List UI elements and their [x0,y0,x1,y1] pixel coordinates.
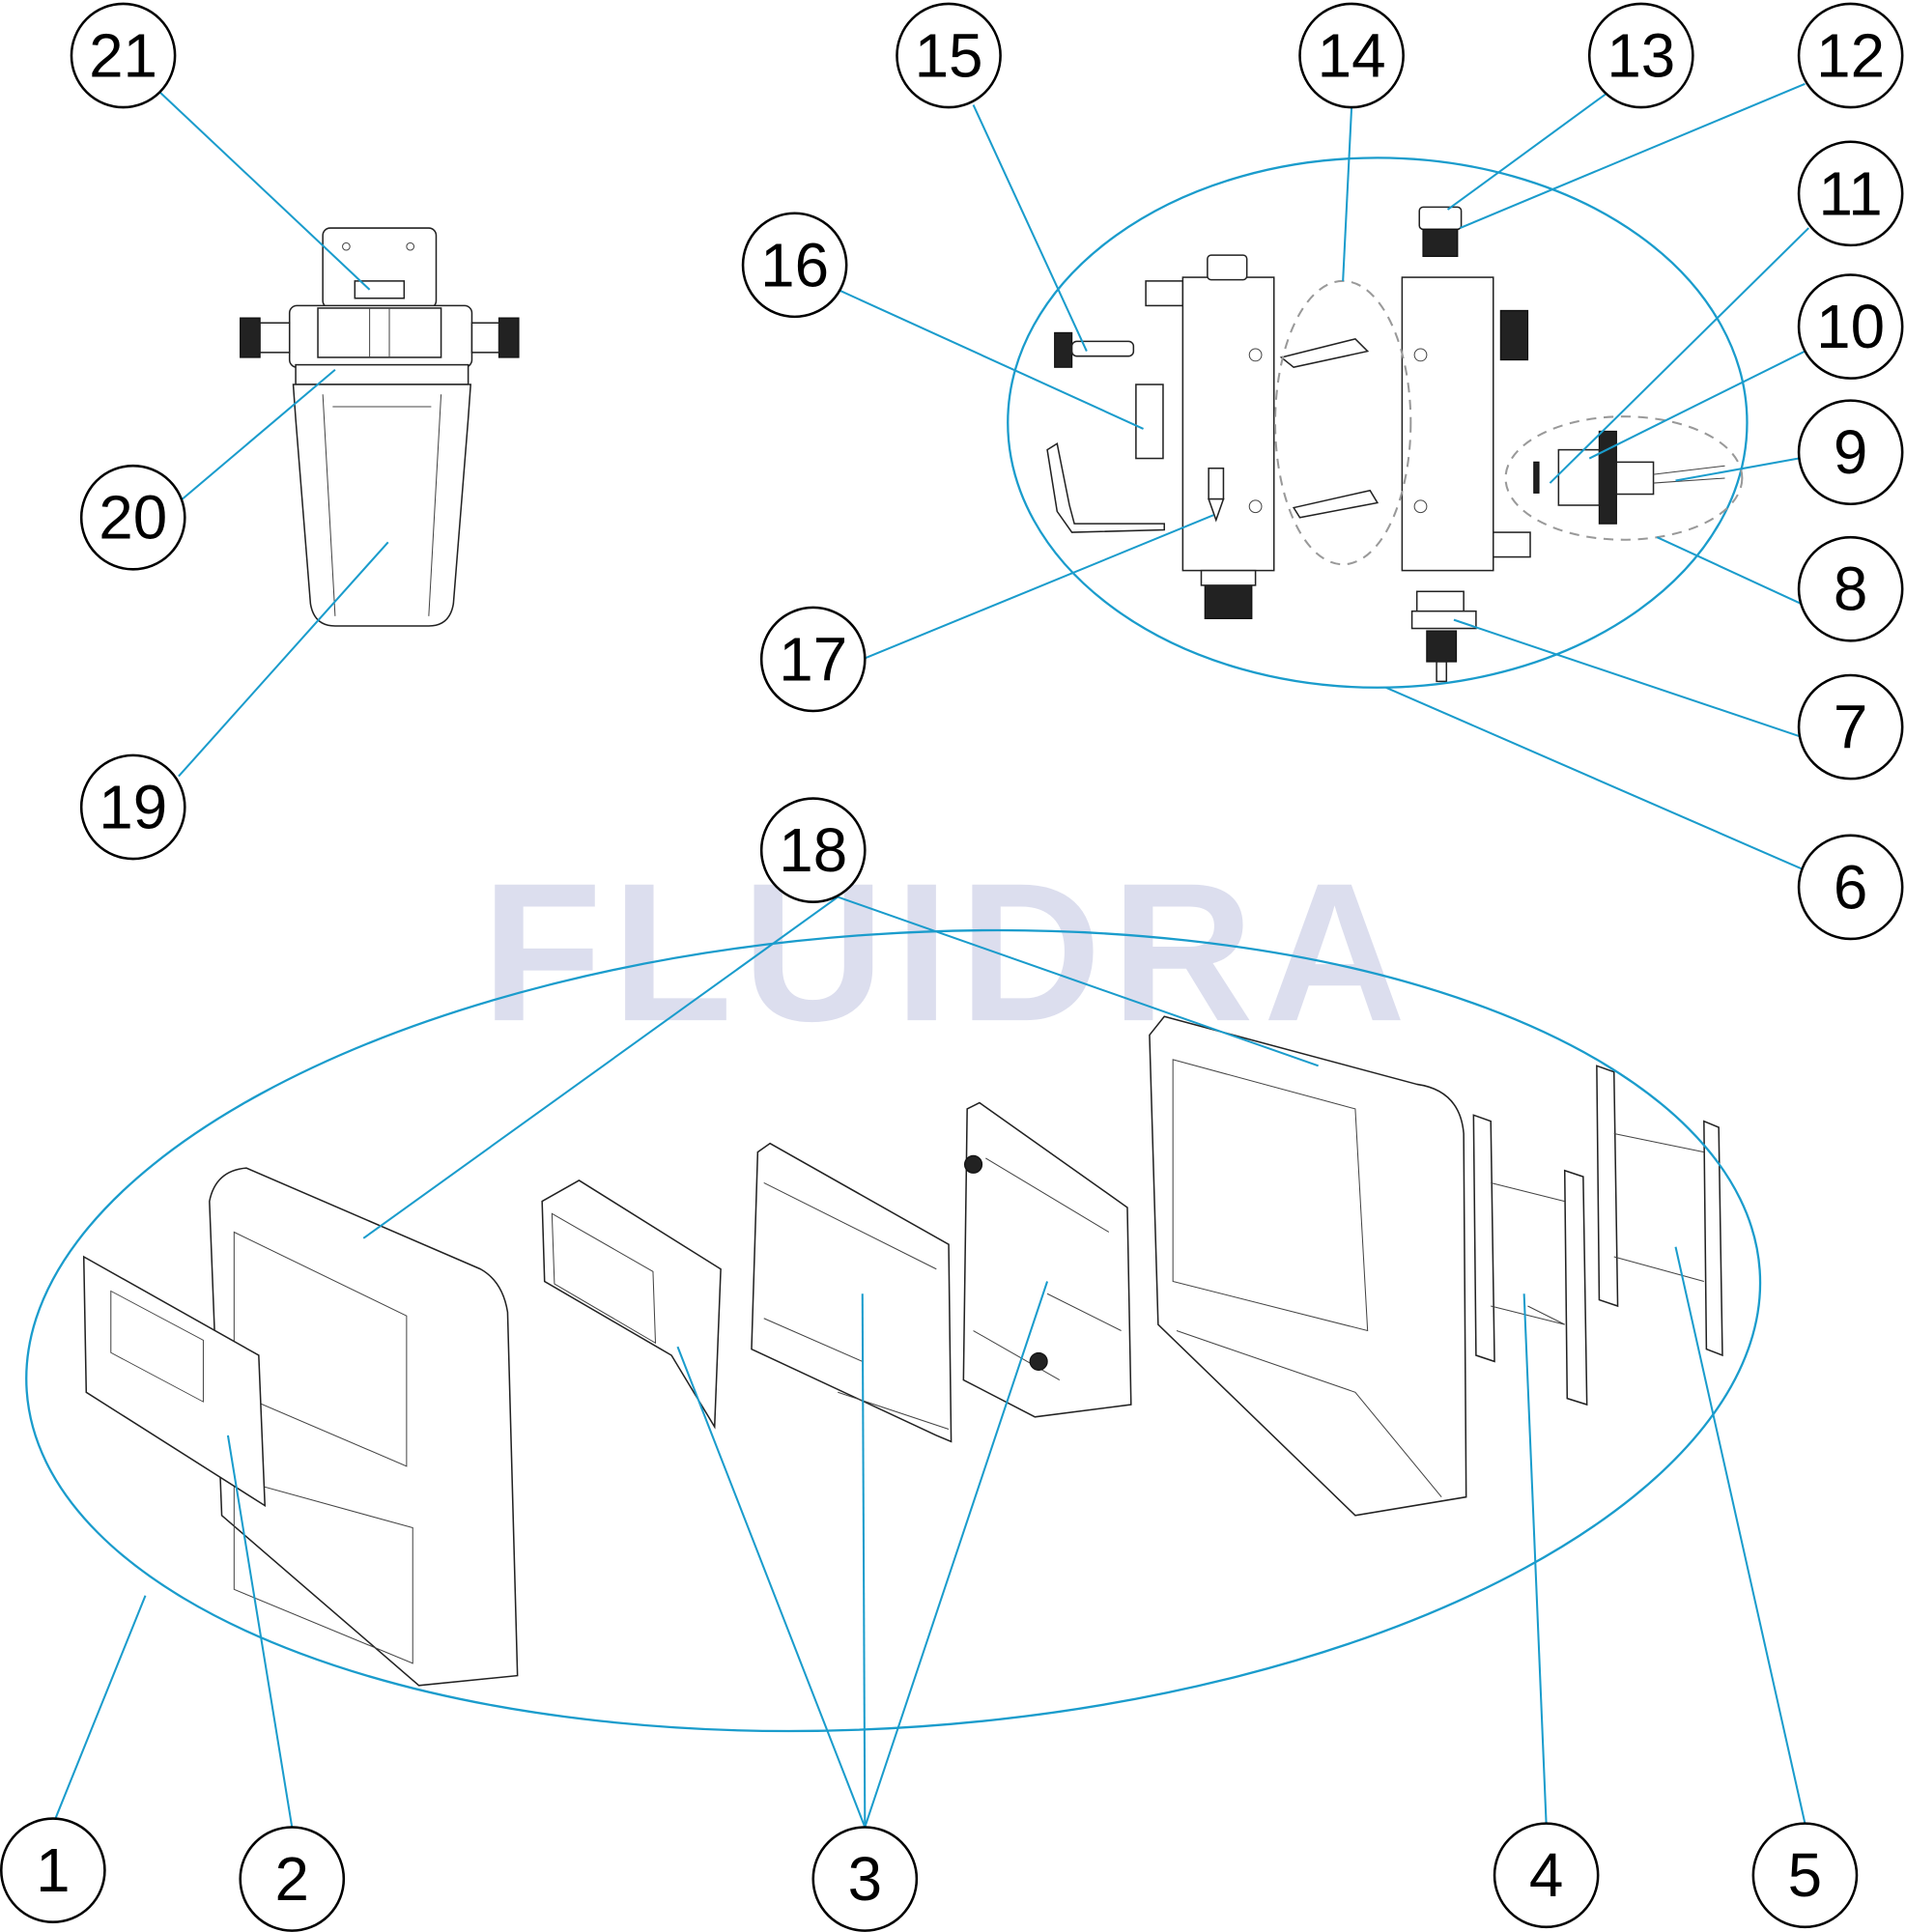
control-box-group-ellipse [25,928,1762,1733]
callout-21[interactable]: 21 [70,2,177,109]
callout-18[interactable]: 18 [759,797,867,903]
callout-7[interactable]: 7 [1797,673,1904,781]
svg-text:14: 14 [1318,21,1386,91]
sensor-group-ellipse [1504,415,1744,541]
svg-text:10: 10 [1816,292,1885,361]
svg-text:21: 21 [89,21,157,91]
callout-19[interactable]: 19 [79,753,186,861]
svg-text:3: 3 [848,1844,882,1914]
svg-text:13: 13 [1607,21,1675,91]
svg-text:6: 6 [1834,852,1867,922]
callout-14[interactable]: 14 [1298,2,1405,109]
callout-15[interactable]: 15 [896,2,1002,109]
callout-6[interactable]: 6 [1797,834,1904,941]
callout-11[interactable]: 11 [1797,140,1904,247]
svg-text:5: 5 [1788,1840,1822,1910]
svg-text:4: 4 [1529,1840,1563,1910]
svg-text:17: 17 [779,624,847,694]
svg-text:12: 12 [1816,21,1885,91]
callout-12[interactable]: 12 [1797,2,1904,109]
electrolysis-cell [1046,206,1725,683]
svg-text:15: 15 [915,21,983,91]
leader-lines [54,82,1809,1828]
filter-housing [240,227,520,627]
svg-text:7: 7 [1834,693,1867,762]
svg-text:9: 9 [1834,417,1867,487]
callout-2[interactable]: 2 [239,1826,346,1932]
callout-10[interactable]: 10 [1797,273,1904,380]
callout-9[interactable]: 9 [1797,399,1904,506]
svg-text:8: 8 [1834,554,1867,624]
callout-1[interactable]: 1 [0,1817,106,1923]
callout-17[interactable]: 17 [759,606,867,713]
callout-20[interactable]: 20 [79,464,186,571]
control-box [82,1015,1723,1687]
svg-text:1: 1 [36,1835,70,1905]
svg-text:2: 2 [275,1844,309,1914]
svg-text:18: 18 [779,815,847,885]
electrode-group-ellipse [1273,279,1412,566]
callout-16[interactable]: 16 [741,212,848,319]
cell-group-ellipse [1007,156,1749,689]
svg-text:19: 19 [99,772,167,841]
callout-4[interactable]: 4 [1493,1822,1600,1929]
callout-13[interactable]: 13 [1587,2,1694,109]
svg-text:16: 16 [760,230,829,299]
fluidra-watermark: FLUIDRA [482,842,1416,1063]
callout-8[interactable]: 8 [1797,535,1904,642]
svg-text:20: 20 [99,483,167,553]
callout-5[interactable]: 5 [1751,1822,1859,1929]
svg-text:11: 11 [1819,158,1883,228]
callout-3[interactable]: 3 [811,1826,919,1932]
